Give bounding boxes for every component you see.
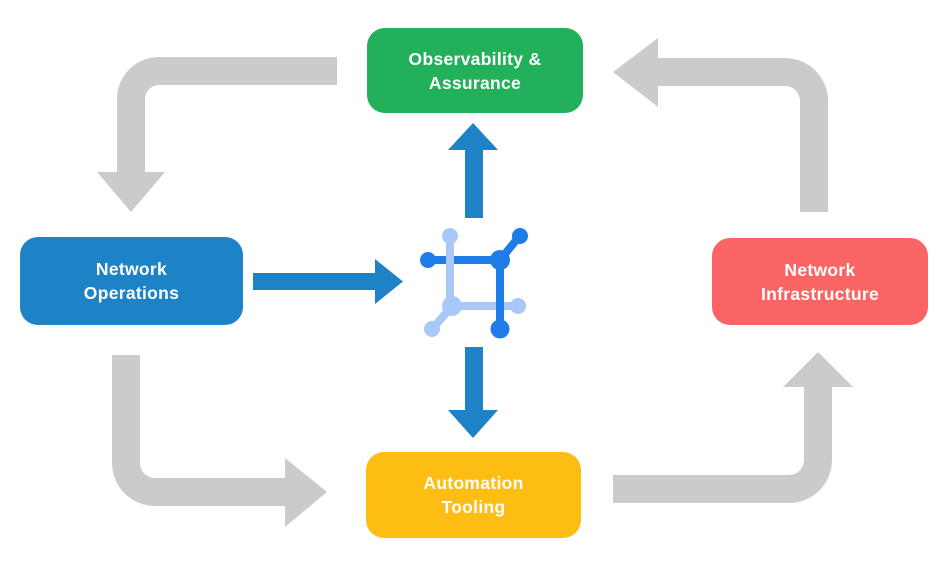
node-network-infrastructure: Network Infrastructure — [712, 238, 928, 325]
node-observability-assurance: Observability & Assurance — [367, 28, 583, 113]
network-mesh-icon-topright-node — [512, 228, 528, 244]
network-mesh-icon-right-node — [510, 298, 526, 314]
gray-arrow-infrastructure-to-observability — [613, 38, 828, 212]
gray-arrow-operations-to-automation — [112, 355, 327, 527]
node-label-line2: Infrastructure — [761, 283, 879, 304]
node-label-line2: Tooling — [441, 497, 506, 517]
network-mesh-icon-bottomleft-hub — [442, 296, 462, 316]
blue-arrow-center-to-automation — [448, 347, 498, 438]
node-network-operations: Network Operations — [20, 237, 243, 325]
network-mesh-icon — [420, 228, 528, 339]
node-label-line1: Network — [784, 259, 856, 280]
node-label-line1: Observability & — [408, 48, 542, 69]
network-mesh-icon-topright-hub — [490, 250, 510, 270]
gray-arrow-automation-to-infrastructure — [613, 352, 853, 503]
network-mesh-icon-bottomleft-node — [424, 321, 440, 337]
blue-arrow-center-to-observability — [448, 123, 498, 218]
network-mesh-icon-bottom-node — [490, 319, 510, 339]
network-mesh-icon-left-node — [420, 252, 436, 268]
node-label-line1: Automation — [423, 473, 524, 493]
node-label-line2: Operations — [83, 283, 180, 303]
node-automation-tooling: Automation Tooling — [366, 452, 581, 538]
gray-arrow-observability-to-operations — [97, 57, 337, 212]
blue-arrow-operations-to-center — [253, 259, 403, 304]
node-label-line1: Network — [95, 259, 168, 279]
node-label-line2: Assurance — [428, 72, 522, 93]
network-mesh-icon-topleft-node — [442, 228, 458, 244]
